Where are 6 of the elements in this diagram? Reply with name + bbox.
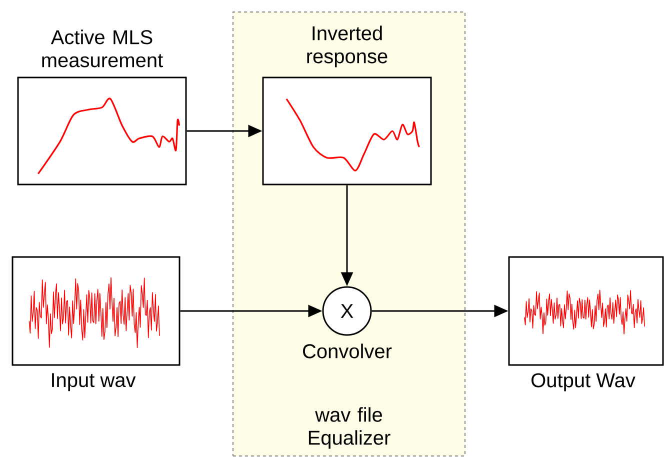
box-caption: Input wav: [52, 373, 136, 392]
box-title: Active MLS measurement: [42, 30, 163, 68]
band-title: wav file Equalizer: [308, 407, 390, 449]
box-title: Inverted response: [307, 26, 388, 68]
node-caption: Convolver: [303, 344, 392, 358]
box-caption: Output Wav: [532, 373, 636, 392]
